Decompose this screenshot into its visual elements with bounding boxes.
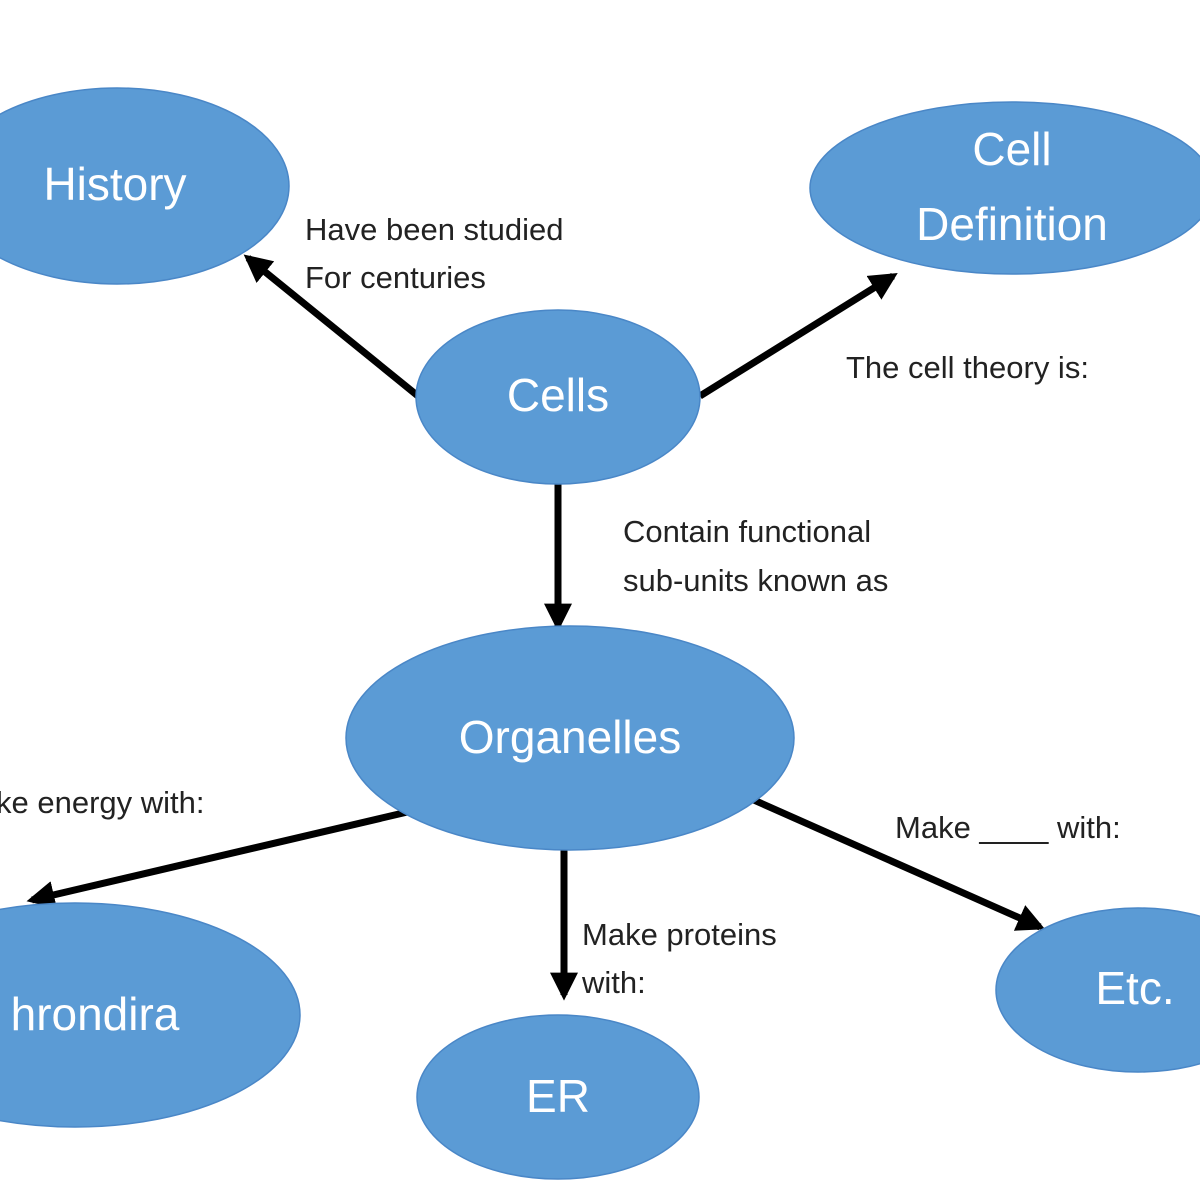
edge-label-line: Have been studied xyxy=(305,212,564,247)
edge-organelles-etc xyxy=(736,789,1046,931)
edge-label-line: ke energy with: xyxy=(0,785,205,820)
edge-label-cells-history: Have been studied For centuries xyxy=(305,212,564,295)
node-mitochondria[interactable]: hrondira xyxy=(0,902,301,1128)
node-cell-definition-label-line1: Cell xyxy=(972,123,1051,175)
node-cell-definition-label-line2: Definition xyxy=(916,198,1108,250)
edge-label-line: The cell theory is: xyxy=(846,350,1089,385)
edge-cells-history xyxy=(243,254,421,399)
edge-label-line: Make ____ with: xyxy=(895,810,1121,845)
edge-label-line: For centuries xyxy=(305,260,486,295)
edge-label-organelles-etc: Make ____ with: xyxy=(895,810,1121,845)
node-history[interactable]: History xyxy=(0,87,290,285)
edge-organelles-mitochondria xyxy=(26,806,417,909)
node-cells-label: Cells xyxy=(507,369,609,421)
edges xyxy=(26,254,1046,1001)
node-organelles-label: Organelles xyxy=(459,711,681,763)
node-cells[interactable]: Cells xyxy=(415,309,701,485)
node-organelles[interactable]: Organelles xyxy=(345,625,795,851)
node-history-label: History xyxy=(43,158,186,210)
node-cell-definition[interactable]: Cell Definition xyxy=(809,101,1200,275)
edge-label-line: with: xyxy=(581,965,646,1000)
node-etc[interactable]: Etc. xyxy=(995,907,1200,1073)
node-er-label: ER xyxy=(526,1070,590,1122)
edge-label-cells-organelles: Contain functional sub-units known as xyxy=(623,514,888,598)
node-mitochondria-label: hrondira xyxy=(11,988,180,1040)
edge-label-organelles-mitochondria: ke energy with: xyxy=(0,785,205,820)
edge-label-line: Contain functional xyxy=(623,514,871,549)
edge-label-line: sub-units known as xyxy=(623,563,888,598)
edge-label-line: Make proteins xyxy=(582,917,777,952)
edge-label-organelles-er: Make proteins with: xyxy=(581,917,777,1000)
node-etc-label: Etc. xyxy=(1095,962,1174,1014)
edge-cells-cell-definition xyxy=(698,273,898,399)
edge-label-cells-cell-definition: The cell theory is: xyxy=(846,350,1089,385)
node-er[interactable]: ER xyxy=(416,1014,700,1180)
